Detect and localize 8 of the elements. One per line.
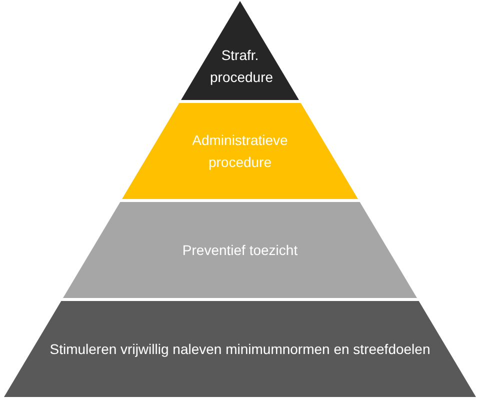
layer-label: Strafr. procedure: [210, 46, 270, 87]
layer-label: Stimuleren vrijwillig naleven minimumnormen en streefdoelen: [48, 340, 432, 359]
pyramid-layer: [122, 103, 358, 199]
layer-label: Preventief toezicht: [181, 241, 299, 260]
layer-label: Administratieve procedure: [191, 131, 289, 172]
pyramid-layer: [4, 301, 476, 397]
pyramid-layer: [63, 202, 417, 298]
pyramid-layer: [181, 1, 299, 100]
